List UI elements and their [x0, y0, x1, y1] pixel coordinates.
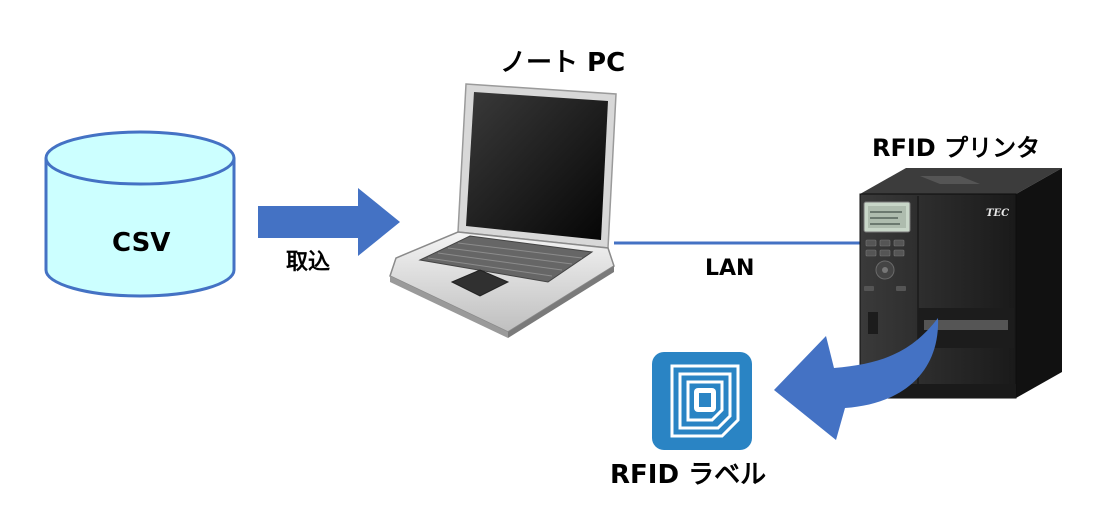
csv-label: CSV: [112, 228, 171, 258]
import-label: 取込: [286, 250, 331, 275]
import-arrow: [258, 188, 400, 256]
printer-brand-logo: TEC: [986, 208, 1009, 219]
rfid-label-caption: RFID ラベル: [610, 460, 767, 490]
database-cylinder: [44, 130, 236, 298]
rfid-tag-icon: [652, 352, 752, 450]
printer-label: RFID プリンタ: [872, 134, 1041, 162]
output-arrow: [774, 318, 939, 440]
laptop: [389, 83, 617, 338]
laptop-label: ノート PC: [500, 48, 626, 78]
lan-label: LAN: [705, 256, 755, 281]
